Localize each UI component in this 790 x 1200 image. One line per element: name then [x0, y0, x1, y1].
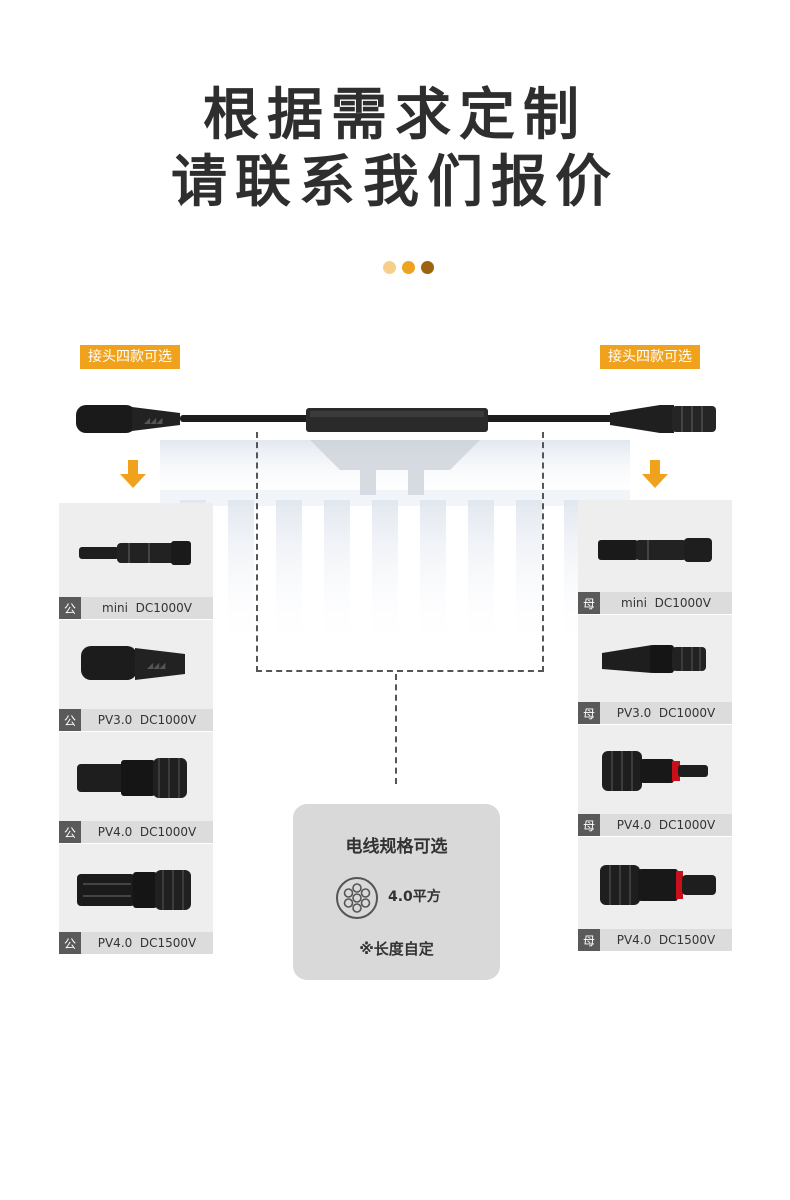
pv40-male-connector-icon — [77, 758, 187, 798]
connector-spec: mini DC1000V — [102, 601, 192, 615]
wire-size: 4.0平方 — [388, 889, 441, 905]
connector-spec: PV3.0 DC1000V — [97, 713, 197, 727]
decorative-dots — [383, 261, 434, 274]
connector-label: 公 PV4.0 DC1500V — [59, 932, 213, 954]
svg-text:◢◢◢: ◢◢◢ — [144, 416, 163, 425]
length-custom-note: ※长度自定 — [359, 940, 434, 958]
down-arrow-icon — [120, 460, 146, 488]
dashed-guide-box — [256, 432, 544, 672]
connector-spec: PV4.0 DC1000V — [97, 825, 197, 839]
connector-label: 公 PV3.0 DC1000V — [59, 709, 213, 731]
mini-male-connector-icon — [79, 541, 191, 565]
gender-badge: 公 — [59, 597, 81, 619]
connector-card[interactable]: 母 PV3.0 DC1000V — [578, 615, 732, 725]
connector-label: 母 PV3.0 DC1000V — [578, 702, 732, 724]
dot-medium — [402, 261, 415, 274]
mini-female-connector-icon — [598, 538, 712, 562]
pv40-female-connector-icon — [602, 751, 708, 791]
page-title-line2: 请联系我们报价 — [171, 150, 619, 215]
male-connector-list: 公 mini DC1000V ◢◢◢ 公 PV3.0 DC1000V 公 — [59, 503, 213, 955]
connector-card[interactable]: 公 mini DC1000V — [59, 503, 213, 620]
gender-badge: 公 — [59, 932, 81, 954]
gender-badge: 母 — [578, 592, 600, 614]
connector-card[interactable]: ◢◢◢ 公 PV3.0 DC1000V — [59, 620, 213, 732]
connector-options-tag-left: 接头四款可选 — [80, 345, 180, 369]
connector-label: 公 mini DC1000V — [59, 597, 213, 619]
gender-badge: 母 — [578, 929, 600, 951]
y-branch-cable-image: ◢◢◢ — [76, 405, 716, 433]
connector-label: 母 PV4.0 DC1000V — [578, 814, 732, 836]
page-title-line1: 根据需求定制 — [203, 83, 587, 148]
connector-spec: PV4.0 DC1000V — [616, 818, 716, 832]
connector-card[interactable]: 母 mini DC1000V — [578, 500, 732, 615]
pv40-1500-female-connector-icon — [600, 865, 716, 905]
connector-spec: PV4.0 DC1500V — [616, 933, 716, 947]
connector-card[interactable]: 公 PV4.0 DC1000V — [59, 732, 213, 844]
connector-label: 母 mini DC1000V — [578, 592, 732, 614]
down-arrow-icon — [642, 460, 668, 488]
pv30-female-connector-icon — [602, 645, 706, 673]
svg-text:◢◢◢: ◢◢◢ — [147, 661, 166, 670]
gender-badge: 公 — [59, 709, 81, 731]
pv40-1500-male-connector-icon — [77, 870, 191, 910]
connector-label: 母 PV4.0 DC1500V — [578, 929, 732, 951]
connector-card[interactable]: 母 PV4.0 DC1000V — [578, 725, 732, 837]
dot-light — [383, 261, 396, 274]
wire-spec-title: 电线规格可选 — [345, 837, 448, 857]
connector-spec: PV3.0 DC1000V — [616, 706, 716, 720]
connector-card[interactable]: 母 PV4.0 DC1500V — [578, 837, 732, 952]
wire-spec-panel: 电线规格可选 4.0平方 ※长度自定 — [293, 804, 500, 980]
dashed-guide-line — [395, 674, 397, 784]
connector-options-tag-right: 接头四款可选 — [600, 345, 700, 369]
connector-card[interactable]: 公 PV4.0 DC1500V — [59, 844, 213, 955]
pv30-male-connector-icon: ◢◢◢ — [81, 646, 185, 680]
female-connector-list: 母 mini DC1000V 母 PV3.0 DC1000V — [578, 500, 732, 952]
connector-label: 公 PV4.0 DC1000V — [59, 821, 213, 843]
dot-dark — [421, 261, 434, 274]
connector-spec: PV4.0 DC1500V — [97, 936, 197, 950]
gender-badge: 母 — [578, 702, 600, 724]
gender-badge: 公 — [59, 821, 81, 843]
gender-badge: 母 — [578, 814, 600, 836]
wire-cross-section-icon — [336, 877, 378, 919]
connector-spec: mini DC1000V — [621, 596, 711, 610]
